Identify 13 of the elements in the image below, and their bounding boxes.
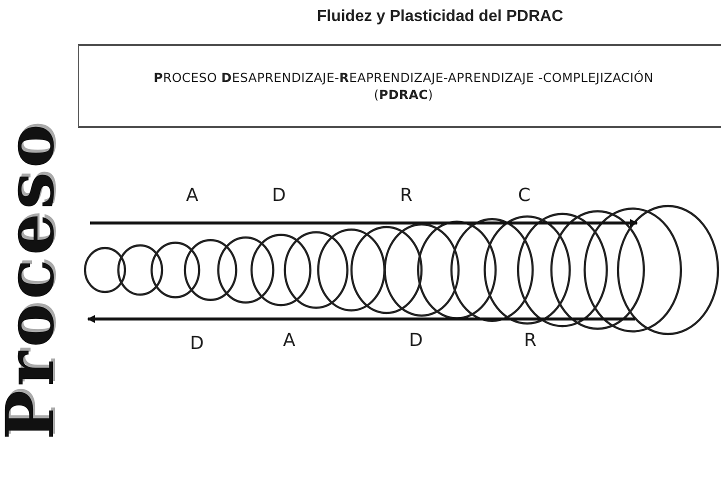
- diagram-title: Fluidez y Plasticidad del PDRAC: [316, 8, 564, 26]
- phase-letter: A: [186, 185, 198, 206]
- phase-letter: D: [190, 333, 204, 354]
- phase-letter: R: [400, 185, 413, 206]
- header-box: [78, 44, 721, 128]
- phase-letter: A: [283, 330, 296, 351]
- header-text: PROCESO DESAPRENDIZAJE-REAPRENDIZAJE-APRENDIZAJE -COMPLEJIZACIÓN: [152, 69, 654, 86]
- phase-letter: R: [524, 330, 537, 351]
- phase-letter: C: [518, 185, 531, 206]
- header-text: (PDRAC): [372, 86, 434, 103]
- phase-letter: D: [409, 330, 423, 351]
- phase-letter: D: [272, 185, 286, 206]
- vertical-label: Proceso: [0, 119, 60, 442]
